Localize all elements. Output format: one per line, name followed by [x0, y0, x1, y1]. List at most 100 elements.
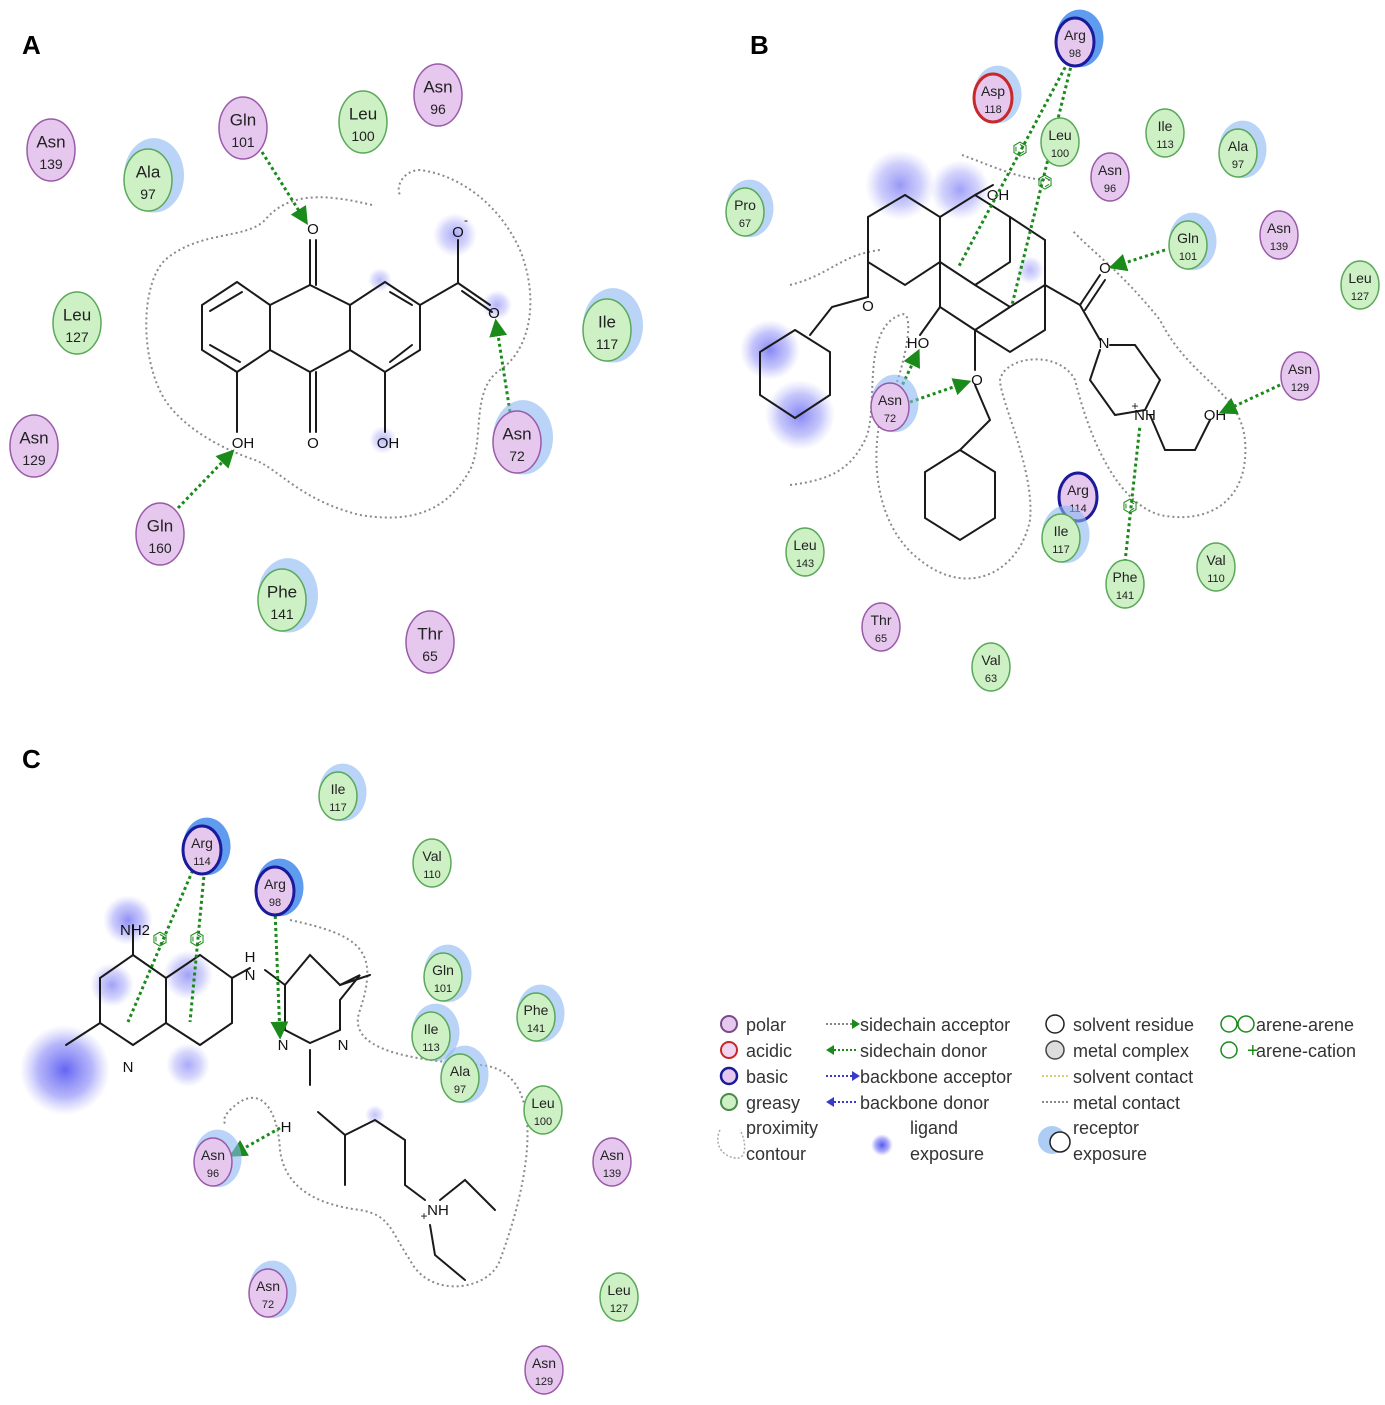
residue-name: Arg — [1067, 482, 1089, 498]
residue-name: Thr — [871, 612, 892, 628]
residue-disc — [524, 1345, 564, 1395]
residue-number: 139 — [603, 1168, 621, 1180]
residue-number: 72 — [509, 448, 525, 464]
atom-label: NH — [427, 1202, 449, 1219]
ligand-exposure — [433, 213, 477, 257]
residue-disc — [405, 610, 455, 674]
residue-disc — [181, 824, 223, 876]
legend-label: greasy — [746, 1093, 800, 1113]
atom-label: OH — [1204, 407, 1227, 424]
residue-name: Val — [1206, 552, 1225, 568]
plus-icon: + — [1247, 1040, 1259, 1062]
residue-disc — [26, 118, 76, 182]
residue-number: 127 — [610, 1303, 628, 1315]
residue-disc — [135, 502, 185, 566]
ligand-exposure — [365, 1105, 385, 1125]
residue-name: Val — [981, 652, 1000, 668]
residue-number: 98 — [1069, 48, 1081, 60]
residue-name: Leu — [793, 537, 816, 553]
residue-name: Leu — [1048, 127, 1071, 143]
hbond-arrow — [260, 151, 308, 226]
residue-number: 101 — [434, 983, 452, 995]
hbond-arrow — [176, 449, 235, 510]
atom-label: NH — [1134, 407, 1156, 424]
legend-label: polar — [746, 1015, 786, 1035]
residue-disc — [9, 414, 59, 478]
atom-label: O — [1099, 260, 1111, 277]
residue-number: 72 — [884, 413, 896, 425]
hbond-arrow — [489, 318, 512, 413]
atom-label: O — [862, 298, 874, 315]
ligand-exposure — [865, 150, 935, 220]
arene-cation-icon: ⌬ — [152, 929, 168, 949]
residue-number: 139 — [1270, 241, 1288, 253]
arrow-head-icon — [852, 1019, 860, 1029]
residue-name: Asn — [502, 425, 531, 444]
residue-name: Asn — [201, 1147, 225, 1163]
residue-disc — [1259, 210, 1299, 260]
residue-number: 129 — [22, 452, 46, 468]
residue-disc — [123, 148, 173, 212]
legend-label: solvent contact — [1073, 1067, 1193, 1087]
panel-letter-c: C — [22, 744, 41, 774]
basic-circle-icon — [719, 1066, 739, 1086]
legend-label: sidechain acceptor — [860, 1015, 1010, 1035]
residue-number: 97 — [1232, 159, 1244, 171]
residue-number: 101 — [231, 134, 255, 150]
atom-label: O — [971, 372, 983, 389]
residue-disc — [1280, 351, 1320, 401]
residue-name: Asn — [256, 1278, 280, 1294]
arene-cation-line — [188, 864, 207, 1023]
residue-disc — [1105, 559, 1145, 609]
residue-disc — [870, 382, 910, 432]
residue-disc — [248, 1268, 288, 1318]
residue-name: Phe — [524, 1002, 549, 1018]
ligand-exposure-icon — [871, 1134, 893, 1156]
residue-number: 110 — [1207, 573, 1225, 585]
arene-arene-icon — [1237, 1015, 1255, 1033]
residue-number: 160 — [148, 540, 172, 556]
residue-name: Ile — [331, 781, 346, 797]
atom-label: OH — [232, 435, 255, 452]
residue-number: 67 — [739, 218, 751, 230]
residue-disc — [523, 1085, 563, 1135]
residue-name: Ile — [598, 313, 616, 332]
residue-disc — [218, 96, 268, 160]
residue-name: Ala — [450, 1063, 470, 1079]
residue-asn-96: Asn 96 — [193, 1129, 242, 1188]
hbond-arrow — [909, 378, 972, 404]
atom-label: O — [307, 221, 319, 238]
atom-label: N — [338, 1037, 349, 1054]
arene-cation-line — [126, 864, 197, 1023]
residue-name: Arg — [1064, 27, 1086, 43]
ligand-structure-b — [759, 184, 1211, 542]
residue-disc — [1196, 542, 1236, 592]
atom-label: H — [245, 949, 256, 966]
residue-name: Leu — [1348, 270, 1371, 286]
residue-asn-72: Asn 72 — [492, 400, 553, 475]
residue-name: Pro — [734, 197, 756, 213]
residue-number: 96 — [207, 1168, 219, 1180]
legend-label: metal contact — [1073, 1093, 1180, 1113]
residue-number: 63 — [985, 673, 997, 685]
residue-disc — [1218, 128, 1258, 178]
proximity-contour-c — [223, 919, 529, 1288]
residue-number: 97 — [140, 186, 156, 202]
ligand-exposure — [103, 895, 153, 945]
